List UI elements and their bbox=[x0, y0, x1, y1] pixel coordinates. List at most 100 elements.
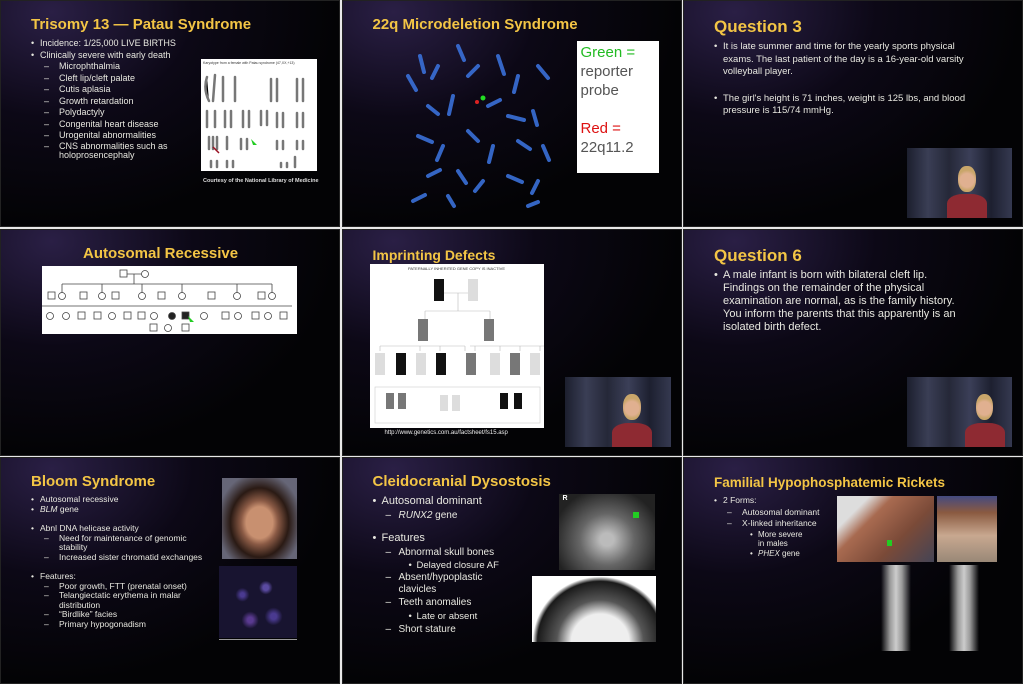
presenter-figure bbox=[946, 165, 987, 218]
slide-imprinting-defects[interactable]: Imprinting Defects PATERNALLY INHERITED … bbox=[341, 228, 682, 456]
fish-chromosome-image bbox=[405, 44, 551, 208]
legend-green-desc: reporter probe bbox=[580, 63, 634, 99]
bullet: BLM gene bbox=[31, 503, 211, 515]
sub-bullet-text: gene bbox=[432, 509, 458, 521]
sub-sub-bullet: Delayed closure AF bbox=[373, 559, 523, 572]
bullet-list: Incidence: 1/25,000 LIVE BIRTHS Clinical… bbox=[31, 38, 201, 161]
slide-trisomy-13[interactable]: Trisomy 13 — Patau Syndrome Incidence: 1… bbox=[0, 0, 340, 227]
xray-side-label: R bbox=[562, 495, 568, 502]
sub-bullet: Primary hypogonadism bbox=[31, 619, 211, 630]
sub-sub-bullet-text: gene bbox=[779, 548, 800, 558]
sub-bullet: Polydactyly bbox=[31, 107, 201, 119]
patient-photo bbox=[222, 478, 297, 559]
sub-bullet: Short stature bbox=[373, 623, 523, 637]
presenter-figure bbox=[964, 394, 1005, 447]
sub-bullet: Absent/hypoplastic clavicles bbox=[373, 572, 523, 596]
sub-bullet: Urogenital abnormalities bbox=[31, 130, 201, 142]
slide-autosomal-recessive[interactable]: Autosomal Recessive bbox=[0, 228, 340, 456]
sub-bullet: Microphthalmia bbox=[31, 61, 201, 73]
slide-title: Imprinting Defects bbox=[372, 246, 496, 263]
bullet: It is late summer and time for the yearl… bbox=[714, 41, 984, 79]
probe-legend-box: Green = reporter probe Red = 22q11.2 bbox=[576, 41, 659, 173]
sub-sub-bullet: PHEX gene bbox=[714, 549, 820, 559]
pedigree-figures bbox=[374, 278, 545, 423]
presenter-video bbox=[907, 376, 1012, 447]
sub-bullet: Cutis aplasia bbox=[31, 84, 201, 96]
sister-chromatid-image bbox=[219, 566, 297, 638]
sub-bullet: “Birdlike” facies bbox=[31, 609, 211, 620]
slide-question-3[interactable]: Question 3 It is late summer and time fo… bbox=[683, 0, 1023, 227]
leg-xray-left bbox=[881, 565, 911, 651]
image-header: PATERNALLY INHERITED GENE COPY IS INACTI… bbox=[408, 265, 505, 271]
sub-bullet: Autosomal dominant bbox=[714, 507, 820, 519]
gene-name: PHEX bbox=[758, 548, 780, 558]
slide-title: Trisomy 13 — Patau Syndrome bbox=[31, 16, 252, 33]
slide-title: Bloom Syndrome bbox=[31, 473, 156, 490]
sub-bullet: Congenital heart disease bbox=[31, 119, 201, 131]
bullet-list: Autosomal recessive BLM gene Abnl DNA he… bbox=[31, 494, 211, 630]
bullet-list: A male infant is born with bilateral cle… bbox=[714, 269, 959, 334]
karyotype-image: Karyotype from a female with Patau syndr… bbox=[201, 59, 317, 171]
presenter-video bbox=[564, 376, 671, 447]
slide-cleidocranial-dysostosis[interactable]: Cleidocranial Dysostosis Autosomal domin… bbox=[341, 457, 682, 684]
slide-title: 22q Microdeletion Syndrome bbox=[372, 16, 578, 33]
bullet-list: Autosomal dominant RUNX2 gene Features A… bbox=[373, 495, 523, 636]
slide-22q-microdeletion[interactable]: 22q Microdeletion Syndrome Green = repor… bbox=[341, 0, 682, 227]
sub-bullet: RUNX2 gene bbox=[373, 509, 523, 523]
bowed-legs-photo bbox=[937, 496, 997, 562]
bullet: A male infant is born with bilateral cle… bbox=[714, 269, 959, 334]
cursor-marker bbox=[887, 540, 892, 546]
sub-bullet: Telangiectatic erythema in malar distrib… bbox=[31, 590, 211, 610]
wrist-photo bbox=[837, 496, 934, 562]
bullet: The girl's height is 71 inches, weight i… bbox=[714, 93, 984, 118]
bullet: Features: bbox=[31, 571, 211, 582]
sub-bullet: Poor growth, FTT (prenatal onset) bbox=[31, 581, 211, 592]
slide-hypophosphatemic-rickets[interactable]: Familial Hypophosphatemic Rickets 2 Form… bbox=[683, 457, 1023, 684]
divider bbox=[219, 639, 297, 640]
bullet-list: It is late summer and time for the yearl… bbox=[714, 41, 984, 118]
presenter-figure bbox=[612, 394, 653, 447]
sub-bullet: Growth retardation bbox=[31, 96, 201, 108]
source-url[interactable]: http://www.genetics.com.au/factsheet/fs1… bbox=[384, 429, 508, 436]
slide-bloom-syndrome[interactable]: Bloom Syndrome Autosomal recessive BLM g… bbox=[0, 457, 340, 684]
skull-photo bbox=[531, 576, 656, 642]
presenter-video bbox=[907, 148, 1012, 218]
slide-title: Familial Hypophosphatemic Rickets bbox=[714, 475, 946, 490]
sub-sub-bullet: Late or absent bbox=[373, 610, 523, 623]
slide-title: Cleidocranial Dysostosis bbox=[372, 473, 551, 490]
pedigree-chart bbox=[42, 265, 297, 334]
bullet-text: gene bbox=[57, 503, 79, 514]
legend-red-desc: 22q11.2 bbox=[580, 139, 634, 156]
image-title: Karyotype from a female with Patau syndr… bbox=[203, 61, 295, 65]
slide-question-6[interactable]: Question 6 A male infant is born with bi… bbox=[683, 228, 1023, 456]
sub-sub-bullet: More severe in males bbox=[714, 530, 804, 549]
bullet: Features bbox=[373, 532, 523, 546]
chest-xray-image: R bbox=[558, 494, 655, 570]
bullet: Clinically severe with early death bbox=[31, 50, 201, 62]
bullet: 2 Forms: bbox=[714, 495, 820, 507]
bullet: Incidence: 1/25,000 LIVE BIRTHS bbox=[31, 38, 201, 50]
sub-bullet: Teeth anomalies bbox=[373, 596, 523, 610]
gene-name: BLM bbox=[40, 503, 58, 514]
bullet: Autosomal dominant bbox=[373, 495, 523, 509]
cursor-marker bbox=[632, 512, 639, 518]
bullet-list: 2 Forms: Autosomal dominant X-linked inh… bbox=[714, 495, 820, 558]
slide-title: Question 6 bbox=[714, 245, 802, 265]
sub-bullet: X-linked inheritance bbox=[714, 518, 820, 530]
sub-bullet: Abnormal skull bones bbox=[373, 546, 523, 560]
sub-bullet: CNS abnormalities such as holoprosenceph… bbox=[31, 141, 201, 161]
slide-title: Question 3 bbox=[714, 17, 802, 36]
leg-xray-right bbox=[949, 565, 979, 651]
sub-bullet: Increased sister chromatid exchanges bbox=[31, 552, 211, 563]
legend-green-label: Green = bbox=[580, 44, 636, 61]
legend-red-label: Red = bbox=[580, 120, 621, 137]
bullet: Autosomal recessive bbox=[31, 494, 211, 505]
sub-bullet: Cleft lip/cleft palate bbox=[31, 73, 201, 85]
slide-title: Autosomal Recessive bbox=[83, 244, 239, 262]
imprinting-pedigree-image: PATERNALLY INHERITED GENE COPY IS INACTI… bbox=[369, 263, 545, 428]
karyotype-chromosomes bbox=[204, 73, 305, 169]
gene-name: RUNX2 bbox=[398, 509, 433, 521]
image-caption: Courtesy of the National Library of Medi… bbox=[203, 178, 319, 184]
bullet: Abnl DNA helicase activity bbox=[31, 523, 211, 534]
